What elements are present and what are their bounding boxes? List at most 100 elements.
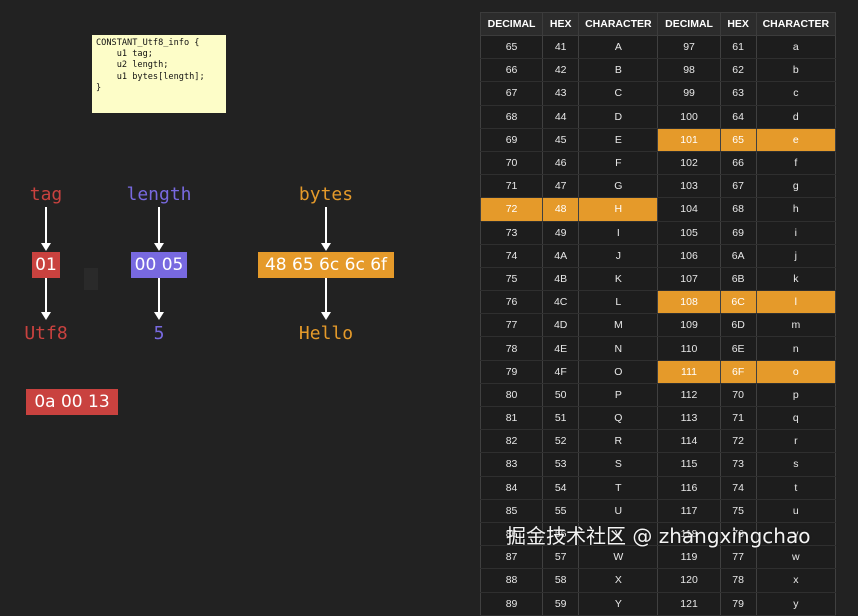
table-cell: I (578, 221, 659, 245)
table-cell: h (755, 197, 837, 222)
table-cell: r (755, 429, 837, 454)
table-cell: 4B (542, 267, 580, 292)
length-label: length (126, 184, 192, 205)
table-cell: 6A (719, 244, 757, 268)
table-cell: 67 (479, 81, 544, 106)
table-cell: x (755, 568, 837, 593)
struct-definition-code: CONSTANT_Utf8_info { u1 tag; u2 length; … (92, 35, 226, 113)
table-cell: 51 (542, 406, 580, 431)
table-cell: 100 (657, 105, 721, 129)
bytes-label: bytes (298, 184, 354, 205)
table-cell: 81 (479, 406, 544, 431)
table-cell: 54 (542, 476, 580, 500)
table-cell: 77 (719, 545, 757, 570)
table-cell: Y (578, 592, 659, 616)
table-cell: 103 (657, 174, 721, 199)
table-cell: G (578, 174, 659, 199)
length-down-arrow-icon (154, 207, 164, 251)
table-cell: 4A (542, 244, 580, 268)
tag-down-arrow-icon (41, 207, 51, 251)
table-cell: 101 (657, 128, 721, 152)
tag-bytes-box: 01 (32, 252, 60, 278)
table-cell: 52 (542, 429, 580, 454)
table-cell: 41 (542, 35, 580, 60)
table-cell: 105 (657, 221, 721, 245)
table-cell: 102 (657, 151, 721, 176)
table-cell: s (755, 452, 837, 477)
table-cell: 80 (479, 383, 544, 408)
table-cell: 6D (719, 313, 757, 338)
bytes-down-arrow-icon (321, 207, 331, 251)
bytes-meaning: Hello (298, 323, 354, 344)
table-cell: 116 (657, 476, 721, 500)
table-cell: 89 (479, 592, 544, 616)
col-hex-2: HEX (719, 12, 757, 36)
table-cell: 69 (479, 128, 544, 152)
tag-result-arrow-icon (41, 278, 51, 320)
table-cell: 110 (657, 336, 721, 361)
table-cell: 68 (479, 105, 544, 129)
table-cell: 70 (479, 151, 544, 176)
table-cell: 4E (542, 336, 580, 361)
table-cell: 65 (479, 35, 544, 60)
faint-marker (84, 268, 98, 290)
table-cell: 57 (542, 545, 580, 570)
table-cell: 6F (719, 360, 757, 384)
table-cell: 58 (542, 568, 580, 593)
table-cell: F (578, 151, 659, 176)
table-cell: 71 (479, 174, 544, 199)
table-cell: 115 (657, 452, 721, 477)
table-cell: 106 (657, 244, 721, 268)
table-cell: 66 (479, 58, 544, 83)
table-cell: 59 (542, 592, 580, 616)
table-cell: 49 (542, 221, 580, 245)
table-cell: m (755, 313, 837, 338)
length-result-arrow-icon (154, 278, 164, 320)
col-decimal-1: DECIMAL (479, 12, 544, 36)
table-cell: 85 (479, 499, 544, 523)
table-cell: 53 (542, 452, 580, 477)
table-cell: 75 (479, 267, 544, 292)
table-cell: 56 (542, 522, 580, 547)
length-bytes-box: 00 05 (131, 252, 187, 278)
table-cell: 121 (657, 592, 721, 616)
table-cell: V (578, 522, 659, 547)
table-cell: n (755, 336, 837, 361)
table-cell: B (578, 58, 659, 83)
table-cell: 70 (719, 383, 757, 408)
table-cell: A (578, 35, 659, 60)
table-cell: v (755, 522, 837, 547)
table-cell: E (578, 128, 659, 152)
table-cell: 43 (542, 81, 580, 106)
table-cell: p (755, 383, 837, 408)
table-cell: W (578, 545, 659, 570)
table-cell: H (578, 197, 659, 222)
table-cell: 119 (657, 545, 721, 570)
table-cell: 66 (719, 151, 757, 176)
table-cell: f (755, 151, 837, 176)
table-cell: 4C (542, 290, 580, 315)
col-hex-1: HEX (542, 12, 580, 36)
bytes-bytes-box: 48 65 6c 6c 6f (258, 252, 394, 278)
table-cell: i (755, 221, 837, 245)
table-cell: Q (578, 406, 659, 431)
table-cell: k (755, 267, 837, 292)
table-cell: w (755, 545, 837, 570)
next-constant-bytes-box: 0a 00 13 (26, 389, 118, 415)
col-character-1: CHARACTER (578, 12, 659, 36)
table-cell: 6E (719, 336, 757, 361)
table-cell: U (578, 499, 659, 523)
table-cell: X (578, 568, 659, 593)
table-cell: 4D (542, 313, 580, 338)
ascii-table-header-row: DECIMAL HEX CHARACTER DECIMAL HEX CHARAC… (479, 12, 837, 36)
table-cell: g (755, 174, 837, 199)
